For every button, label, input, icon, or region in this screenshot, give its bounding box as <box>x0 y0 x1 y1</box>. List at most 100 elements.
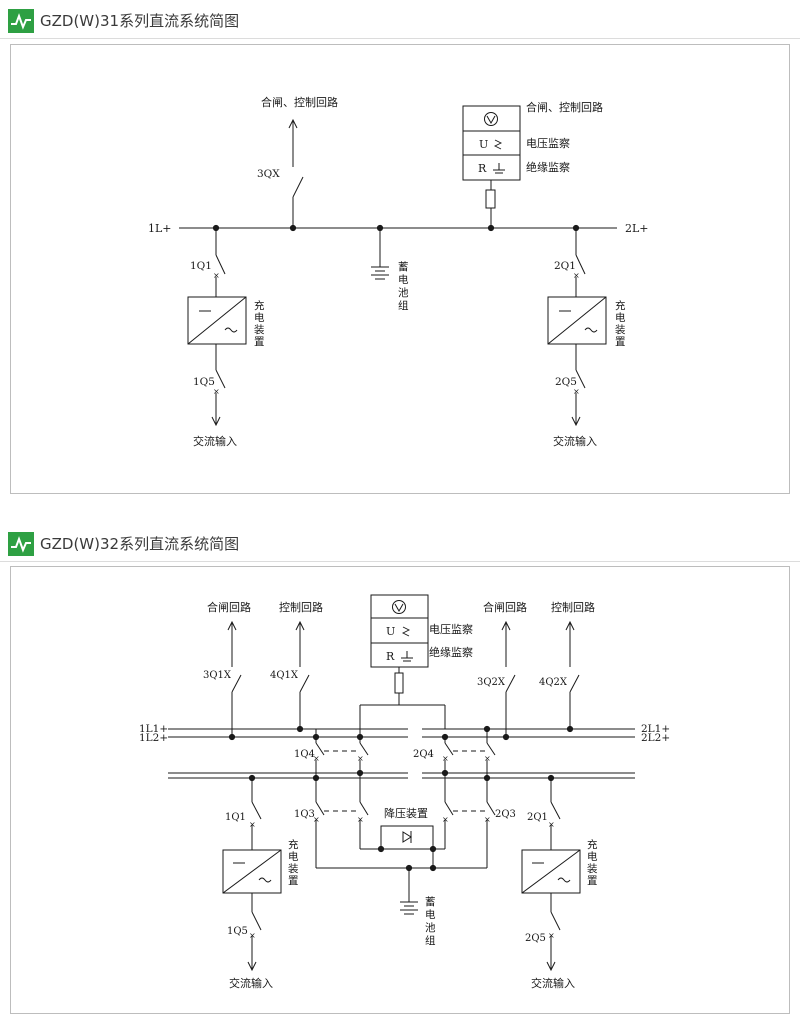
battery-symbol <box>371 224 389 280</box>
diagram2: 1L1+ 1L2+ 2L1+ 2L2+ 3Q1X 合闸回路 4Q1X 控制回路 … <box>139 594 670 990</box>
feeder-4q2x: 4Q2X 控制回路 <box>539 600 595 733</box>
svg-text:2Q3: 2Q3 <box>495 809 516 820</box>
svg-text:×: × <box>548 931 555 940</box>
diagram1: 1L+ 2L+ 3QX 合闸、控制回路 蓄 电 池 组 U R <box>148 95 649 448</box>
monitor-unit: U R 合闸、控制回路 电压监察 绝缘监察 <box>462 100 603 232</box>
svg-text:×: × <box>442 754 449 763</box>
svg-text:交流输入: 交流输入 <box>229 976 273 990</box>
svg-text:U: U <box>386 625 395 638</box>
svg-text:电: 电 <box>254 311 265 324</box>
right-charger-box <box>547 296 607 345</box>
bus-label-1l1: 1L1+ <box>139 723 168 735</box>
svg-text:×: × <box>573 271 580 280</box>
monitor-unit: U R 电压监察 绝缘监察 <box>360 594 473 706</box>
feeder-4q1x: 4Q1X 控制回路 <box>270 600 323 733</box>
svg-text:×: × <box>442 815 449 824</box>
section1-divider <box>0 38 800 39</box>
svg-text:充: 充 <box>254 299 265 312</box>
svg-text:×: × <box>573 387 580 396</box>
svg-text:×: × <box>313 815 320 824</box>
right-charger-branch: × 2Q1 × 2Q5 充 电 装 置 交流输入 <box>547 224 626 448</box>
bus-label-1l2: 1L2+ <box>139 732 168 744</box>
feeder-3q2x: 3Q2X 合闸回路 <box>477 600 527 741</box>
svg-text:交流输入: 交流输入 <box>553 434 597 448</box>
svg-text:电: 电 <box>615 311 626 324</box>
svg-text:置: 置 <box>288 875 299 887</box>
svg-text:×: × <box>357 754 364 763</box>
svg-text:合闸回路: 合闸回路 <box>483 600 527 614</box>
svg-text:电: 电 <box>288 850 299 863</box>
svg-text:2Q1: 2Q1 <box>554 260 576 272</box>
svg-text:×: × <box>313 754 320 763</box>
lower-buses <box>168 772 635 779</box>
section2-header: GZD(W)32系列直流系统简图 <box>0 527 800 567</box>
svg-text:2Q5: 2Q5 <box>525 933 546 944</box>
svg-text:充: 充 <box>587 838 598 851</box>
switch-2q4: × × 2Q4 <box>413 725 496 782</box>
battery-label: 蓄 电 池 组 <box>425 896 436 947</box>
svg-text:R: R <box>478 162 487 175</box>
svg-text:4Q2X: 4Q2X <box>539 677 568 688</box>
ground-icon <box>493 163 505 174</box>
brand-logo-icon <box>8 532 34 556</box>
bus-label-2l2: 2L2+ <box>641 732 670 744</box>
switch-1q3: × × 1Q3 <box>294 773 369 868</box>
ground-icon <box>401 651 413 662</box>
brand-logo-icon <box>8 9 34 33</box>
svg-text:充: 充 <box>615 299 626 312</box>
battery-label: 蓄 电 池 组 <box>398 261 409 312</box>
diagram2-frame: 1L1+ 1L2+ 2L1+ 2L2+ 3Q1X 合闸回路 4Q1X 控制回路 … <box>10 566 790 1014</box>
svg-text:装: 装 <box>587 862 598 875</box>
svg-text:池: 池 <box>398 286 409 299</box>
svg-text:1Q3: 1Q3 <box>294 809 315 820</box>
svg-text:置: 置 <box>254 336 265 348</box>
svg-text:R: R <box>386 650 395 663</box>
step-down-device: 降压装置 <box>316 806 487 872</box>
left-charger-branch: × 1Q1 × 1Q5 充 电 装 置 交流输入 <box>187 224 265 448</box>
svg-text:交流输入: 交流输入 <box>193 434 237 448</box>
svg-text:1Q5: 1Q5 <box>227 926 248 937</box>
svg-text:控制回路: 控制回路 <box>279 600 323 614</box>
svg-text:蓄: 蓄 <box>398 261 409 273</box>
svg-text:交流输入: 交流输入 <box>531 976 575 990</box>
svg-text:×: × <box>213 387 220 396</box>
left-charger-box <box>187 296 247 345</box>
upper-buses <box>168 728 635 738</box>
svg-text:降压装置: 降压装置 <box>384 806 428 820</box>
section1-title: GZD(W)31系列直流系统简图 <box>40 12 240 30</box>
svg-text:控制回路: 控制回路 <box>551 600 595 614</box>
svg-text:×: × <box>357 815 364 824</box>
svg-text:充: 充 <box>288 838 299 851</box>
section2-divider <box>0 561 800 562</box>
section2-title: GZD(W)32系列直流系统简图 <box>40 535 240 553</box>
svg-text:电: 电 <box>398 273 409 286</box>
monitor-feeds <box>315 705 449 741</box>
svg-text:装: 装 <box>254 323 265 336</box>
svg-text:电: 电 <box>587 850 598 863</box>
svg-text:×: × <box>548 820 555 829</box>
switch-2q3: × × 2Q3 <box>442 773 516 868</box>
svg-text:3Q1X: 3Q1X <box>203 670 232 681</box>
svg-text:组: 组 <box>398 299 409 312</box>
svg-text:池: 池 <box>425 921 436 934</box>
left-charger-branch: × 1Q1 × 1Q5 充 电 装 置 交流输入 <box>222 774 299 990</box>
svg-text:合闸回路: 合闸回路 <box>207 600 251 614</box>
svg-text:2Q1: 2Q1 <box>527 812 548 823</box>
svg-text:电压监察: 电压监察 <box>429 622 473 636</box>
diode-icon <box>402 831 412 843</box>
svg-text:3QX: 3QX <box>257 168 280 180</box>
feeder-3q1x: 3Q1X 合闸回路 <box>203 600 251 741</box>
right-charger-branch: × 2Q1 × 2Q5 充 电 装 置 交流输入 <box>521 774 598 990</box>
svg-text:×: × <box>249 931 256 940</box>
svg-text:×: × <box>213 271 220 280</box>
voltmeter-icon <box>484 112 498 126</box>
svg-text:蓄: 蓄 <box>425 896 436 908</box>
svg-text:置: 置 <box>615 336 626 348</box>
battery-symbol <box>400 868 418 915</box>
branch-3qx: 3QX 合闸、控制回路 <box>257 95 338 232</box>
svg-text:电: 电 <box>425 908 436 921</box>
svg-text:1Q5: 1Q5 <box>193 376 215 388</box>
fuse-icon <box>485 189 496 209</box>
diagram1-frame: 1L+ 2L+ 3QX 合闸、控制回路 蓄 电 池 组 U R <box>10 44 790 494</box>
svg-text:2L+: 2L+ <box>625 222 649 235</box>
